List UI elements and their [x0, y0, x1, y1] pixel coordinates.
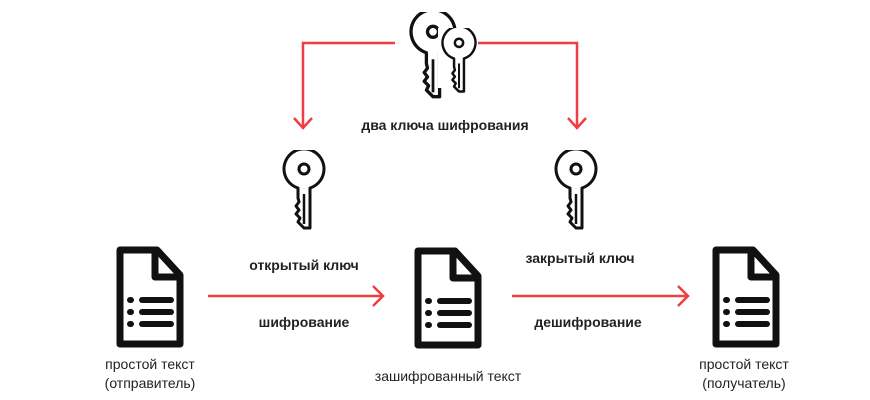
arrow-to-public-key	[293, 41, 395, 130]
plaintext-receiver-label: простой текст (получатель)	[699, 355, 789, 393]
encrypt-label: шифрование	[258, 314, 350, 330]
ciphertext-document-icon	[418, 251, 478, 345]
ciphertext-label: зашифрованный текст	[374, 368, 522, 384]
plaintext-receiver-line1: простой текст	[699, 356, 789, 372]
plaintext-sender-document-icon	[120, 250, 180, 344]
two-keys-label: два ключа шифрования	[361, 117, 529, 133]
plaintext-sender-line1: простой текст	[105, 356, 195, 372]
plaintext-sender-line2: (отправитель)	[104, 375, 196, 391]
plaintext-sender-label: простой текст (отправитель)	[105, 355, 196, 393]
public-key-label: открытый ключ	[249, 257, 359, 273]
arrow-decrypt	[512, 285, 690, 307]
private-key-icon	[554, 150, 598, 230]
public-key-icon	[282, 150, 326, 230]
two-keys-icon	[409, 12, 477, 99]
private-key-label: закрытый ключ	[525, 250, 635, 266]
plaintext-receiver-document-icon	[716, 250, 776, 344]
decrypt-label: дешифрование	[534, 314, 642, 330]
arrow-to-private-key	[478, 41, 587, 130]
plaintext-receiver-line2: (получатель)	[702, 375, 786, 391]
arrow-encrypt	[208, 285, 385, 307]
